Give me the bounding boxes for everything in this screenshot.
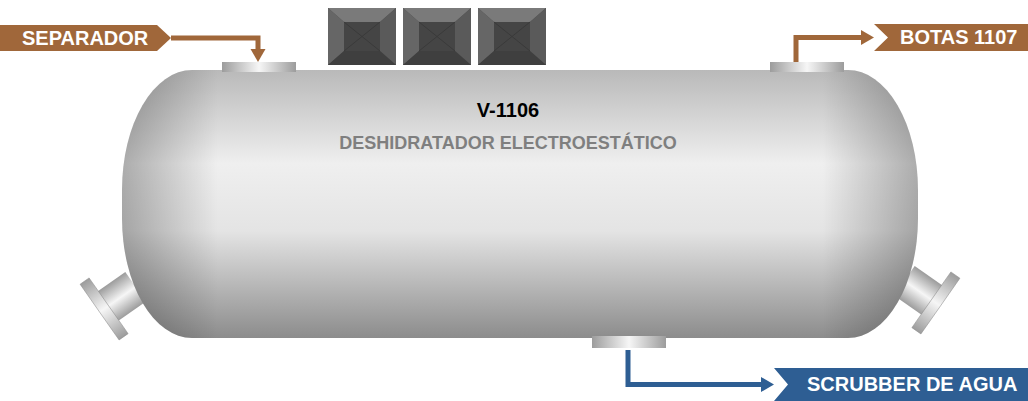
text-group: SEPARADOR [0,25,148,53]
nozzle-flange [80,278,128,340]
equipment-name: DESHIDRATADOR ELECTROESTÁTICO [339,132,676,154]
flow-connector [171,38,266,62]
nozzle [770,62,844,72]
arrow-head [251,49,266,62]
transformer-box [328,8,396,65]
vessel-shading [122,70,918,338]
equipment-tag: V-1106 [339,98,676,122]
nozzle-flange [912,272,960,334]
vessel: V-1106DESHIDRATADOR ELECTROESTÁTICO [90,62,950,350]
text-group: SCRUBBER DE AGUA [774,368,1017,401]
flow-line [171,38,258,50]
vessel-body [122,70,918,338]
nozzle [222,62,296,72]
transformer-box [403,8,471,65]
text-group: BOTAS 1107 [874,24,1017,52]
banner-fill [0,25,171,51]
transformer-box [478,8,546,65]
destination-banner: BOTAS 1107 [874,24,1028,51]
nozzle [592,336,666,348]
flow-line [628,350,762,385]
text-group: V-1106DESHIDRATADOR ELECTROESTÁTICO [339,98,676,154]
arrow-head [861,30,874,45]
stream-label: BOTAS 1107 [900,24,1017,51]
banner-fill [874,24,1028,51]
flow-line [796,38,862,63]
banner-fill [774,368,1028,401]
stream-label: SCRUBBER DE AGUA [807,368,1017,401]
arrow-head [761,377,774,392]
flow-connector [796,30,874,62]
source-banner: SEPARADOR [0,25,171,51]
destination-banner: SCRUBBER DE AGUA [774,368,1028,401]
flow-connector [628,350,774,392]
stream-label: SEPARADOR [22,25,148,51]
